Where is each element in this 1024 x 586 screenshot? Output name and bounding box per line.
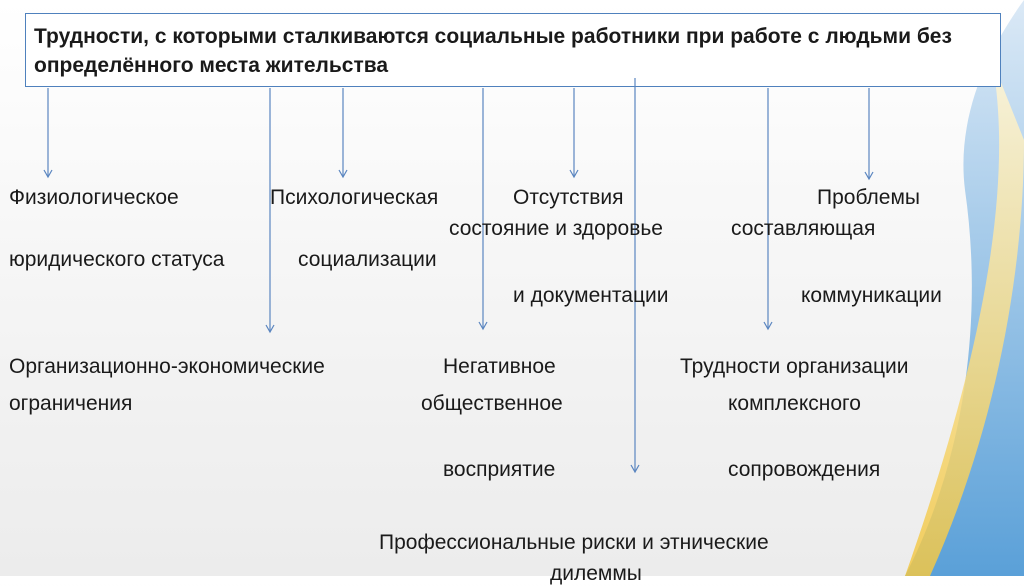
arrow-7 bbox=[763, 88, 773, 331]
arrow-1 bbox=[43, 88, 53, 179]
label-ogranicheniya: ограничения bbox=[9, 392, 133, 415]
label-org-ekon: Организационно-экономические bbox=[9, 355, 325, 378]
title-box: Трудности, с которыми сталкиваются социа… bbox=[25, 13, 1001, 87]
label-i-dokumentatsii: и документации bbox=[513, 284, 669, 307]
label-soprovozhdeniya: сопровождения bbox=[728, 458, 881, 481]
label-kompleksnogo: комплексного bbox=[728, 392, 861, 415]
label-psikhologicheskaya: Психологическая bbox=[270, 186, 439, 209]
arrow-2 bbox=[265, 88, 275, 334]
label-yuridicheskogo-statusa: юридического статуса bbox=[9, 248, 225, 271]
yellow-wave-shape bbox=[905, 60, 1024, 576]
label-problemy: Проблемы bbox=[817, 186, 921, 209]
blue-wave-shape bbox=[905, 0, 1024, 576]
label-sostoyanie-i-zdorovye: состояние и здоровье bbox=[449, 217, 663, 240]
arrow-4 bbox=[478, 88, 488, 331]
label-sostavlyayushchaya: составляющая bbox=[731, 217, 876, 240]
label-professionalnye-riski: Профессиональные риски и этнические bbox=[379, 531, 769, 554]
diagram-title: Трудности, с которыми сталкиваются социа… bbox=[34, 25, 952, 77]
label-negativnoe: Негативное bbox=[443, 355, 556, 378]
label-vospriyatie: восприятие bbox=[443, 458, 556, 481]
arrow-5 bbox=[569, 88, 579, 179]
label-fiziologicheskoe: Физиологическое bbox=[9, 186, 179, 209]
label-sotsializatsii: социализации bbox=[298, 248, 437, 271]
arrow-8 bbox=[864, 88, 874, 181]
label-dilemmy: дилеммы bbox=[550, 562, 642, 585]
label-obshchestvennoe: общественное bbox=[421, 392, 563, 415]
label-kommunikatsii: коммуникации bbox=[801, 284, 942, 307]
label-otsutstviya: Отсутствия bbox=[513, 186, 624, 209]
arrow-3 bbox=[338, 88, 348, 179]
label-trudnosti-organizatsii: Трудности организации bbox=[680, 355, 909, 378]
arrow-6 bbox=[630, 78, 640, 474]
